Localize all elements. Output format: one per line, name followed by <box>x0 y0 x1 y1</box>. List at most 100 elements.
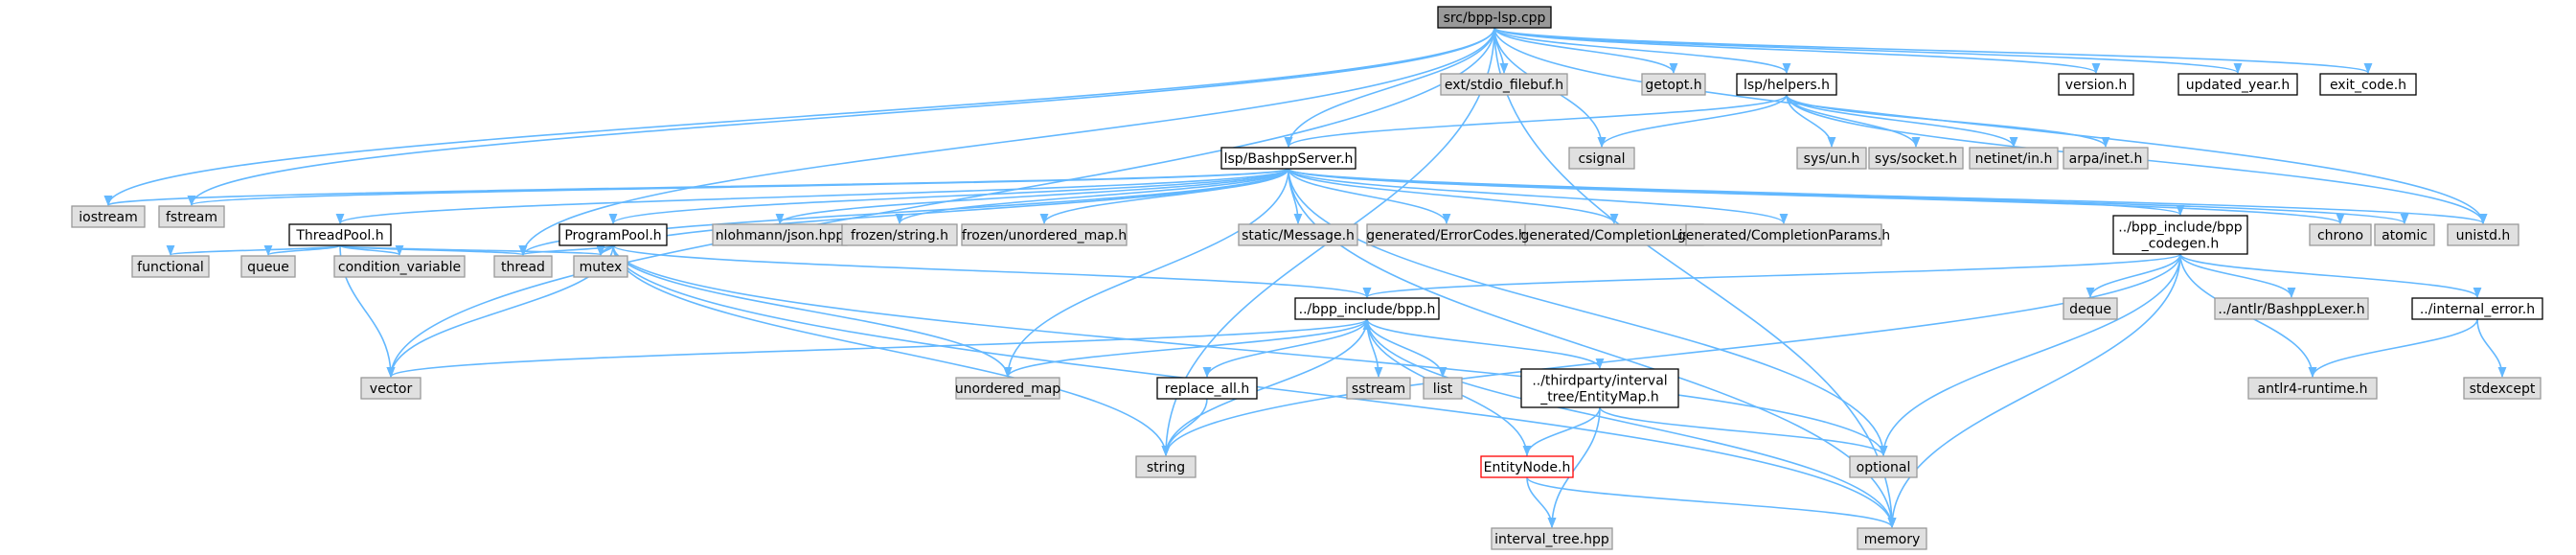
edge-root-to-updated_year <box>1493 27 2243 75</box>
node-box <box>559 223 668 246</box>
node-chrono: chrono <box>2309 223 2372 246</box>
node-label: _tree/EntityMap.h <box>1539 390 1659 405</box>
node-replace_all[interactable]: replace_all.h <box>1156 377 1258 400</box>
edge-server-to-compparams <box>1288 168 1789 225</box>
edge-server-to-complist <box>1288 168 1619 225</box>
edge-root-to-exit_code <box>1493 27 2373 75</box>
node-box <box>961 223 1128 246</box>
node-root[interactable]: src/bpp-lsp.cpp <box>1437 6 1552 29</box>
node-memory: memory <box>1857 527 1927 550</box>
node-condvar: condition_variable <box>333 255 466 278</box>
edge-programpool-to-thread <box>518 244 614 257</box>
node-label: EntityNode.h <box>1484 460 1571 475</box>
node-label: sstream <box>1352 382 1405 397</box>
edge-root-to-iostream <box>103 27 1495 207</box>
node-label: ProgramPool.h <box>564 228 661 243</box>
node-box <box>71 205 146 228</box>
edge-bpp-to-string <box>1161 318 1368 457</box>
node-threadpool[interactable]: ThreadPool.h <box>288 223 392 246</box>
node-label: generated/CompletionList.h <box>1520 228 1707 243</box>
node-box <box>240 255 296 278</box>
node-functional: functional <box>131 255 210 278</box>
node-box <box>573 255 628 278</box>
node-label: csignal <box>1578 151 1625 167</box>
edge-replace_all-to-string <box>1161 398 1208 457</box>
node-fstream: fstream <box>158 205 225 228</box>
node-label: antlr4-runtime.h <box>2257 382 2367 397</box>
node-label: fstream <box>166 210 217 225</box>
node-frozen_map: frozen/unordered_map.h <box>961 223 1128 246</box>
node-entitymap[interactable]: ../thirdparty/interval_tree/EntityMap.h <box>1520 368 1679 408</box>
node-box <box>1849 455 1918 478</box>
node-label: mutex <box>580 260 623 275</box>
node-updated_year[interactable]: updated_year.h <box>2177 73 2298 96</box>
node-box <box>1294 297 1440 320</box>
node-label: replace_all.h <box>1165 382 1249 397</box>
node-box <box>493 255 553 278</box>
node-box <box>1440 73 1568 96</box>
edge-internal_error-to-stdexcept <box>2476 318 2507 379</box>
node-label: optional <box>1857 460 1911 475</box>
node-label: atomic <box>2382 228 2428 243</box>
node-label: unistd.h <box>2456 228 2511 243</box>
node-label: queue <box>247 260 289 275</box>
edge-bpp-to-replace_all <box>1202 318 1368 379</box>
edge-programpool-to-unordered_map <box>612 244 1013 379</box>
node-helpers[interactable]: lsp/helpers.h <box>1736 73 1837 96</box>
node-codegen[interactable]: ../bpp_include/bpp_codegen.h <box>2112 215 2248 255</box>
node-label: _codegen.h <box>2141 237 2219 252</box>
edge-helpers-to-server <box>1284 94 1788 149</box>
node-box <box>1156 377 1258 400</box>
edge-threadpool-to-functional <box>166 244 341 257</box>
node-label: chrono <box>2317 228 2363 243</box>
node-exit_code[interactable]: exit_code.h <box>2319 73 2417 96</box>
edge-server-to-unistd <box>1288 168 2487 225</box>
node-label: memory <box>1864 532 1921 547</box>
node-box <box>288 223 392 246</box>
node-box <box>1857 527 1927 550</box>
node-box <box>2063 297 2118 320</box>
node-label: lsp/helpers.h <box>1744 78 1830 93</box>
edge-helpers-to-csignal <box>1597 94 1788 149</box>
edge-root-to-unistd <box>1493 27 2488 225</box>
node-box <box>1238 223 1358 246</box>
node-internal_error[interactable]: ../internal_error.h <box>2411 297 2543 320</box>
edges <box>103 27 2507 529</box>
node-static_msg: static/Message.h <box>1238 223 1358 246</box>
node-label: exit_code.h <box>2330 78 2406 93</box>
node-version[interactable]: version.h <box>2058 73 2134 96</box>
edge-entitymap-to-optional <box>1599 406 1888 457</box>
edge-bpp-to-memory <box>1366 318 1897 529</box>
edge-codegen-to-optional <box>1879 253 2181 457</box>
edge-bpp-to-vector <box>386 318 1368 379</box>
node-label: vector <box>370 382 413 397</box>
node-thread: thread <box>493 255 553 278</box>
node-box <box>1423 377 1463 400</box>
node-deque: deque <box>2063 297 2118 320</box>
edge-helpers-to-arpa <box>1786 94 2110 149</box>
node-server[interactable]: lsp/BashppServer.h <box>1220 147 1356 170</box>
node-bpp[interactable]: ../bpp_include/bpp.h <box>1294 297 1440 320</box>
node-box <box>1568 147 1635 170</box>
node-box <box>1480 455 1574 478</box>
node-label: static/Message.h <box>1242 228 1355 243</box>
node-label: interval_tree.hpp <box>1494 532 1609 547</box>
node-box <box>955 377 1060 400</box>
node-unistd: unistd.h <box>2447 223 2519 246</box>
node-box <box>2214 297 2369 320</box>
node-interval_tree: interval_tree.hpp <box>1491 527 1613 550</box>
edge-helpers-to-netinet <box>1786 94 2018 149</box>
node-label: string <box>1147 460 1185 475</box>
node-box <box>1520 368 1679 408</box>
edge-server-to-errcodes <box>1288 168 1451 225</box>
node-netinet: netinet/in.h <box>1969 147 2059 170</box>
edge-entitymap-to-entitynode <box>1522 406 1601 457</box>
node-queue: queue <box>240 255 296 278</box>
edge-codegen-to-deque <box>2086 253 2181 299</box>
edge-entitynode-to-interval_tree <box>1526 476 1557 529</box>
node-compparams: generated/CompletionParams.h <box>1677 223 1890 246</box>
edge-codegen-to-bpp <box>1362 253 2181 299</box>
node-entitynode[interactable]: EntityNode.h <box>1480 455 1574 478</box>
node-programpool[interactable]: ProgramPool.h <box>559 223 668 246</box>
